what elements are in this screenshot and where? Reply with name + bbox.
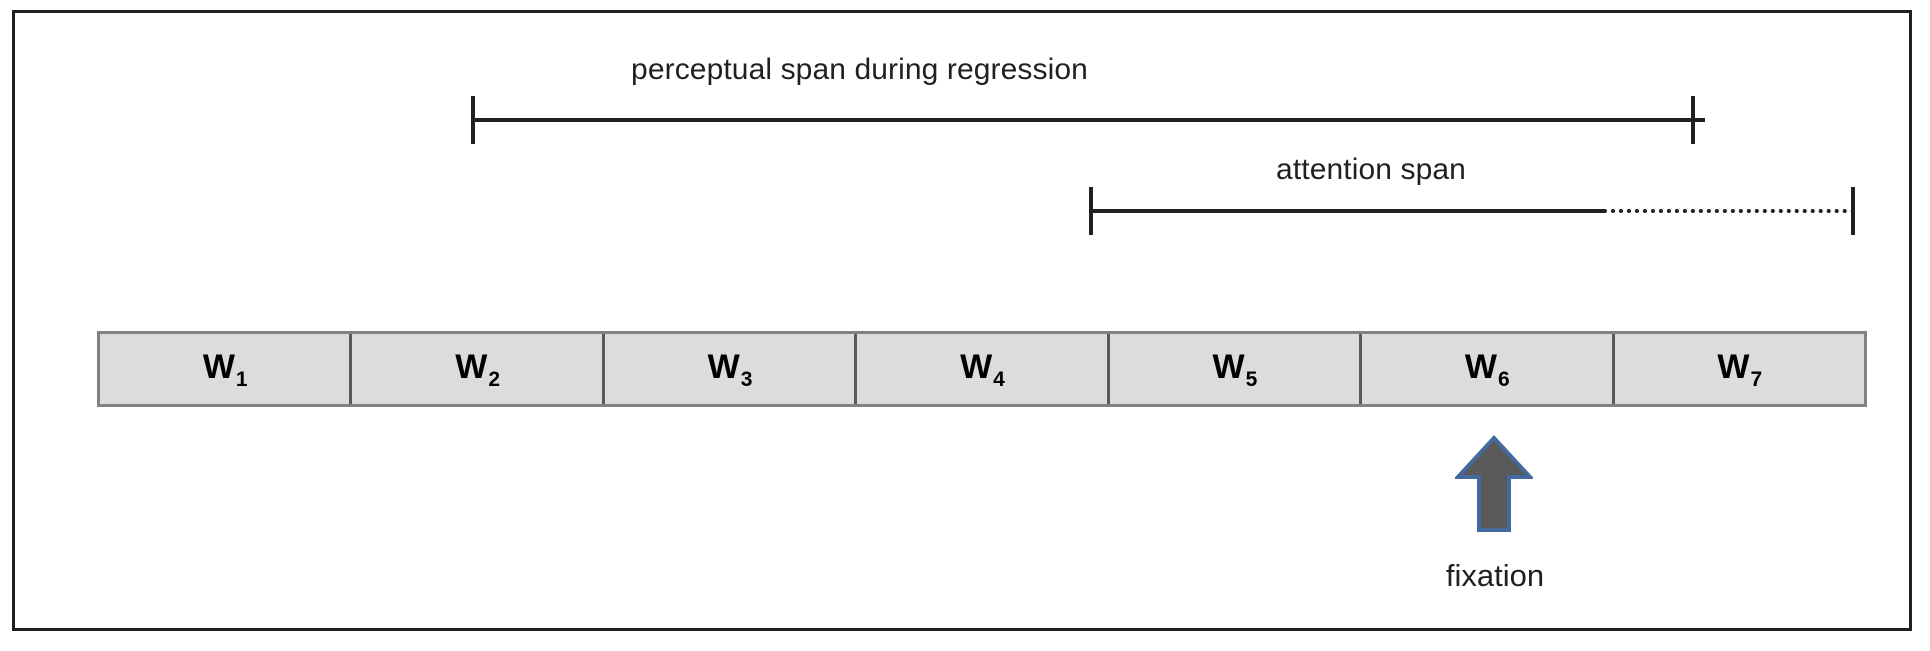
word-cell-w6[interactable]: W6 xyxy=(1362,334,1615,404)
word-cell-w5[interactable]: W5 xyxy=(1109,334,1363,404)
word-cell-w2[interactable]: W2 xyxy=(352,334,605,404)
word-token: W7 xyxy=(1717,348,1763,391)
word-token: W1 xyxy=(202,348,248,391)
word-cell-w1[interactable]: W1 xyxy=(100,334,353,404)
word-cell-w3[interactable]: W3 xyxy=(604,334,858,404)
fixation-label: fixation xyxy=(1445,558,1545,593)
perceptual-span-right-tick xyxy=(1691,96,1695,144)
word-cell-w7[interactable]: W7 xyxy=(1614,334,1864,404)
word-token: W3 xyxy=(707,348,753,391)
word-token: W4 xyxy=(960,348,1005,391)
word-token: W2 xyxy=(455,348,501,391)
fixation-arrow-icon xyxy=(1455,435,1533,532)
perceptual-span-label: perceptual span during regression xyxy=(631,53,1088,86)
perceptual-span-left-tick xyxy=(471,96,475,144)
attention-span-label: attention span xyxy=(1276,153,1466,186)
word-cell-w4[interactable]: W4 xyxy=(857,334,1110,404)
perceptual-span-line xyxy=(473,118,1705,122)
attention-span-left-tick xyxy=(1089,187,1093,235)
attention-span-dotted-line xyxy=(1603,209,1855,213)
attention-span-right-tick xyxy=(1851,187,1855,235)
word-strip: W1 W2 W3 W4 W5 W6 W7 xyxy=(97,331,1867,407)
word-token: W5 xyxy=(1212,348,1258,391)
word-token: W6 xyxy=(1464,348,1510,391)
attention-span-solid-line xyxy=(1093,209,1605,213)
figure-frame: perceptual span during regression attent… xyxy=(12,10,1912,631)
